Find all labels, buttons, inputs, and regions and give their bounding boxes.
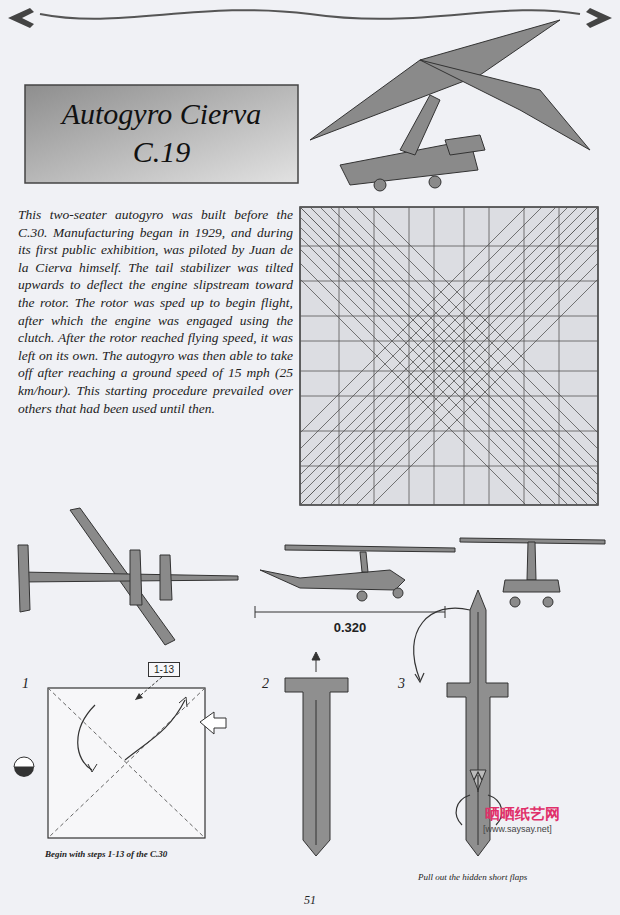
half-circle-symbol: [14, 767, 34, 777]
description-text: This two-seater autogyro was built befor…: [18, 206, 293, 417]
crease-line: [300, 207, 598, 505]
callout-box: 1-13: [148, 662, 180, 677]
crease-line: [300, 466, 598, 467]
watermark: 晒晒纸艺网: [485, 805, 560, 824]
banner-line: [40, 10, 580, 19]
step-number: 2: [262, 676, 269, 692]
crease-line: [374, 207, 375, 505]
crease-line: [300, 217, 598, 505]
step-caption: Begin with steps 1-13 of the C.30: [45, 849, 167, 859]
crease-line: [300, 396, 598, 397]
callout-number: 1-13: [154, 664, 174, 675]
crease-line: [300, 207, 598, 449]
front-view: [460, 538, 605, 607]
dimension-label: 0.320: [320, 620, 380, 635]
crease-line: [300, 207, 598, 485]
crease-line: [300, 431, 598, 432]
crease-line: [339, 207, 340, 505]
crease-line: [300, 237, 598, 505]
crease-line: [300, 207, 598, 433]
crease-line: [300, 263, 598, 505]
crease-line: [300, 207, 598, 475]
step3-arrows: [414, 608, 502, 825]
title: Autogyro Cierva C.19: [40, 95, 283, 171]
model-photo: [310, 20, 590, 191]
crease-line: [300, 281, 598, 282]
crease-line: [464, 207, 465, 505]
crease-line: [300, 207, 598, 475]
crease-line: [300, 207, 598, 485]
crease-line: [300, 279, 598, 505]
crease-line: [434, 207, 435, 505]
crease-line: [300, 207, 598, 505]
crease-line: [300, 246, 598, 247]
crease-line: [524, 207, 525, 505]
side-view: [260, 545, 455, 601]
crease-line: [300, 341, 598, 342]
crease-line: [300, 371, 598, 372]
step-number: 1: [22, 676, 29, 692]
watermark: [www.saysay.net]: [483, 824, 552, 834]
step1-square: [48, 677, 226, 838]
crease-line: [489, 207, 490, 505]
crease-line: [300, 207, 598, 495]
plane-icon: [8, 8, 612, 28]
step-number: 3: [398, 676, 405, 692]
crease-line: [300, 207, 598, 505]
step-caption: Pull out the hidden short flaps: [418, 872, 527, 882]
crease-line: [300, 207, 598, 495]
crease-line: [409, 207, 410, 505]
crease-line: [300, 227, 598, 505]
crease-line: [300, 207, 598, 505]
page-number: 51: [290, 893, 330, 908]
crease-line: [300, 207, 598, 463]
crease-line: [300, 207, 598, 449]
crease-line: [300, 237, 598, 505]
crease-square: [300, 207, 598, 505]
half-circle-symbol: [14, 757, 34, 767]
step2-model: [285, 652, 348, 856]
crease-line: [300, 249, 598, 505]
crease-line: [300, 207, 598, 463]
crease-line: [300, 263, 598, 505]
crease-line: [300, 217, 598, 505]
crease-line: [300, 316, 598, 317]
crease-line: [559, 207, 560, 505]
crease-line: [300, 207, 598, 433]
crease-line: [300, 279, 598, 505]
top-view: [18, 508, 238, 645]
crease-pattern: [300, 135, 598, 577]
crease-line: [300, 249, 598, 505]
dimension-line: [255, 606, 445, 618]
crease-line: [300, 227, 598, 505]
title-box: [25, 85, 298, 183]
